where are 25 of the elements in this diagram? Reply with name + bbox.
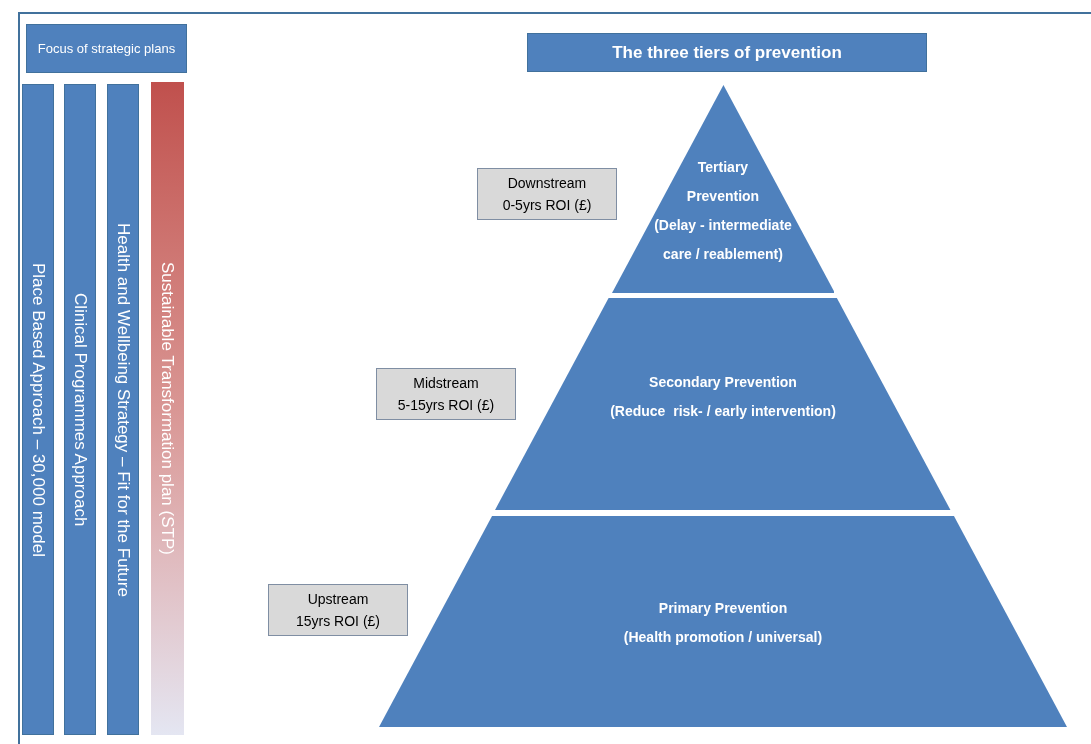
title-box: The three tiers of prevention — [527, 33, 927, 72]
box-text: Midstream — [413, 374, 479, 393]
label-box — [477, 168, 617, 220]
box-text: Upstream — [307, 590, 369, 609]
vertical-bar — [64, 84, 96, 735]
box-text: 15yrs ROI (£) — [296, 612, 380, 631]
bar-label: Clinical Programmes Approach — [69, 292, 91, 527]
box-text: 0-5yrs ROI (£) — [502, 196, 592, 215]
label-box — [268, 584, 408, 636]
bar-label: Health and Wellbeing Strategy – Fit for the Future — [112, 222, 134, 597]
tier-text: (Health promotion / universal) — [623, 628, 823, 647]
tier-text: (Delay - intermediate care / reablement) — [653, 216, 793, 264]
tier-text: Secondary Prevention — [649, 373, 797, 392]
bar-label: Sustainable Transformation plan (STP) — [157, 262, 179, 555]
label-box — [376, 368, 516, 420]
tier-text: Primary Prevention — [658, 599, 788, 618]
box-text: Downstream — [507, 174, 587, 193]
vertical-bar — [107, 84, 139, 735]
vertical-bar — [22, 84, 54, 735]
heading-box: Focus of strategic plans — [26, 24, 187, 73]
vertical-bar — [151, 82, 184, 735]
tier-text: Tertiary Prevention — [685, 158, 761, 206]
box-text: 5-15yrs ROI (£) — [397, 396, 495, 415]
bar-label: Place Based Approach – 30,000 model — [27, 262, 49, 557]
tier-text: (Reduce risk- / early intervention) — [610, 402, 836, 421]
